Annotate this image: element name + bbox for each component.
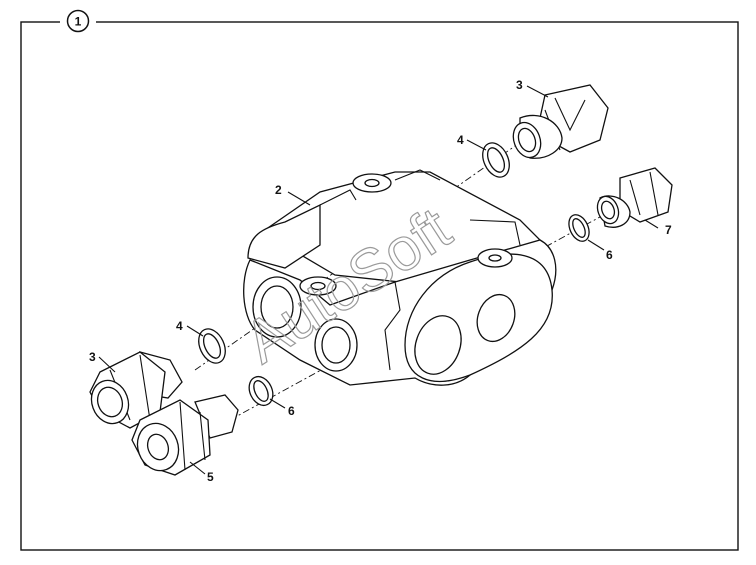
callout-labels: 2 3 3 4 4 5 6 6 7 bbox=[89, 78, 672, 484]
callout-6-lower: 6 bbox=[288, 404, 295, 418]
fitting-7 bbox=[596, 167, 673, 228]
o-ring-6-lower bbox=[248, 375, 274, 407]
callout-3-lower: 3 bbox=[89, 350, 96, 364]
o-ring-4-upper bbox=[482, 142, 510, 178]
callout-3-upper: 3 bbox=[516, 78, 523, 92]
figure-number: 1 bbox=[75, 15, 82, 29]
callout-4-upper: 4 bbox=[457, 133, 464, 147]
fitting-3-upper bbox=[512, 84, 609, 159]
callout-4-lower: 4 bbox=[176, 319, 183, 333]
callout-6-right: 6 bbox=[606, 248, 613, 262]
callout-7: 7 bbox=[665, 223, 672, 237]
leader-lines bbox=[98, 85, 659, 475]
o-ring-4-lower bbox=[198, 328, 226, 364]
o-ring-6-right bbox=[568, 214, 590, 242]
callout-5: 5 bbox=[207, 470, 214, 484]
fitting-5 bbox=[131, 394, 239, 476]
callout-2: 2 bbox=[275, 183, 282, 197]
diagram-frame bbox=[20, 21, 739, 551]
figure-number-badge: 1 bbox=[60, 9, 96, 34]
valve-body bbox=[243, 169, 557, 386]
